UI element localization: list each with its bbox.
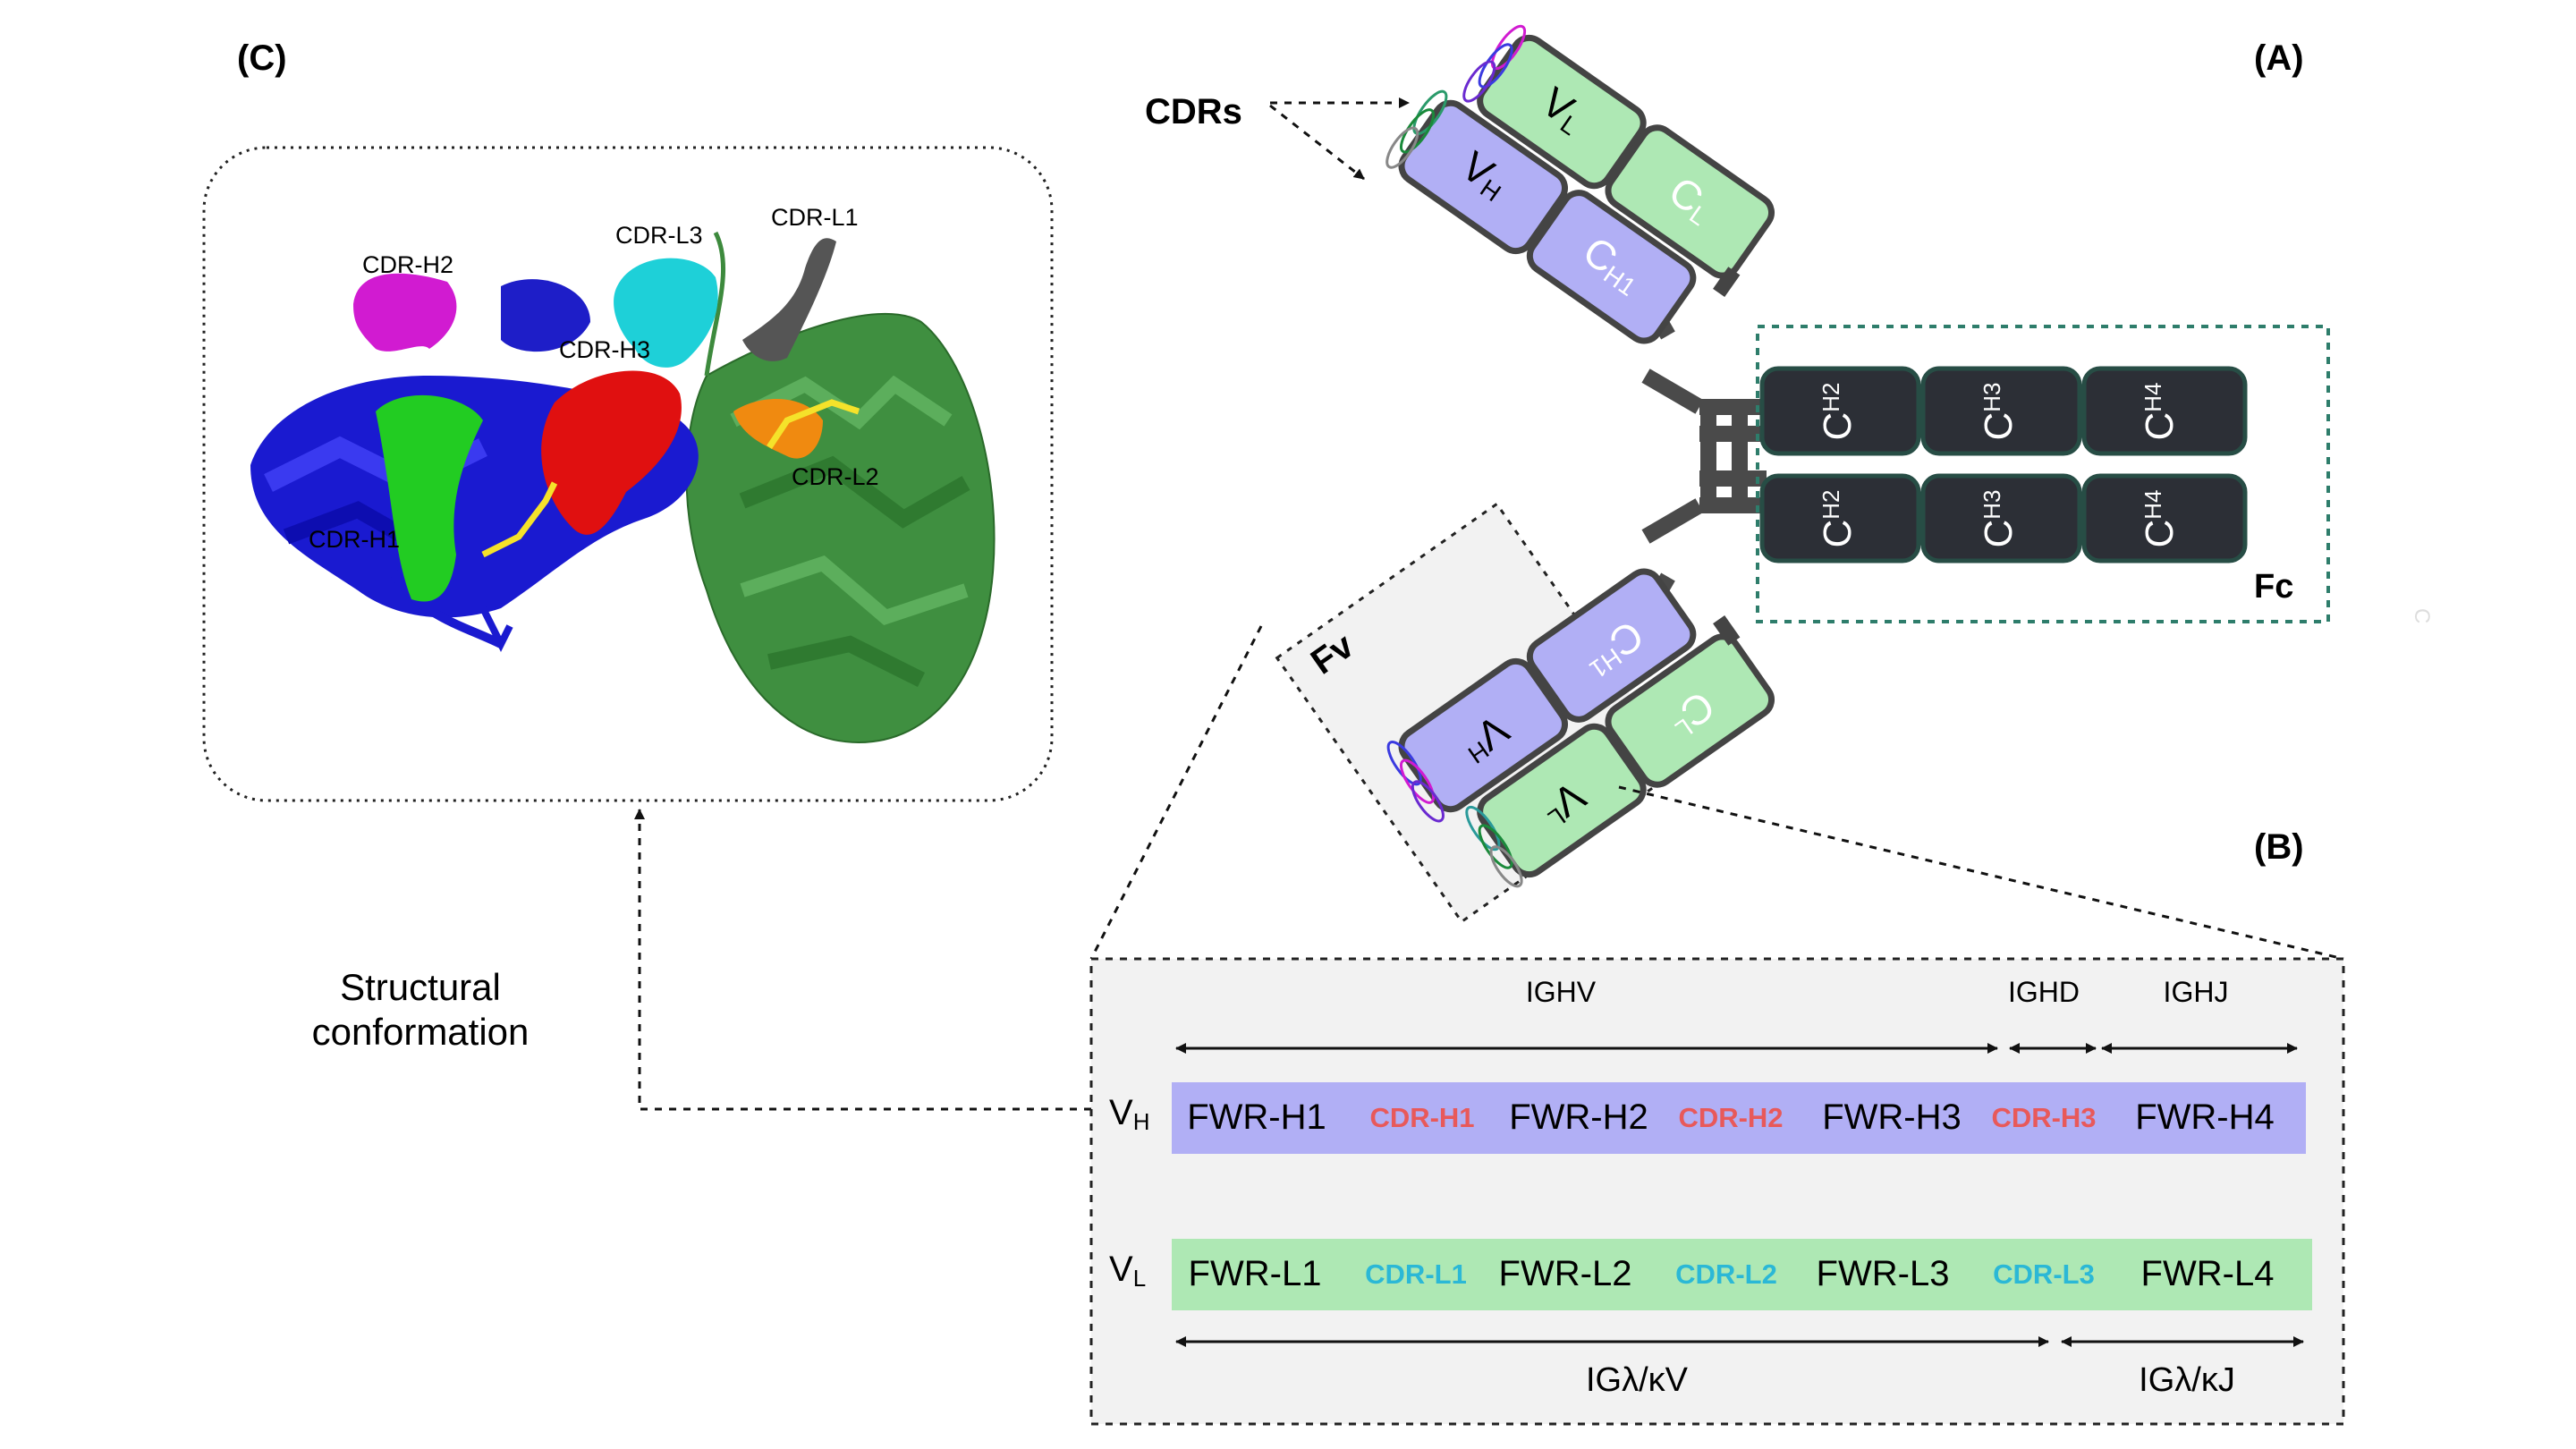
structure-panel: CDR-H2 CDR-L3 CDR-L1 CDR-H3 CDR-L2 CDR-H…: [202, 146, 1091, 1111]
vl-row-label: VL: [1109, 1250, 1146, 1292]
panel-label-b: (B): [2254, 827, 2304, 867]
gene-label-ighd: IGHD: [2008, 976, 2080, 1008]
vh-segment-cdr: CDR-H2: [1678, 1102, 1783, 1133]
projection-line-left: [1089, 625, 1263, 960]
cl-domain-bottom: CL: [1605, 633, 1775, 788]
svg-text:CH3: CH3: [1977, 489, 2021, 547]
cdr-h1-loop: [376, 394, 483, 602]
vh-segment-cdr: CDR-H3: [1991, 1102, 2096, 1133]
vl-segment-cdr: CDR-L3: [1993, 1258, 2095, 1290]
fc-domain-ch2-top: CH2: [1759, 366, 1921, 456]
cdr-h3-loop: [541, 370, 682, 535]
cdrs-arrow-2: [1269, 104, 1365, 181]
vl-segment: FWR-L4: [2141, 1254, 2275, 1293]
svg-text:CH4: CH4: [2138, 382, 2182, 440]
vl-segment: FWR-L3: [1817, 1254, 1950, 1293]
svg-text:CH2: CH2: [1816, 382, 1860, 440]
cl-domain-top: CL: [1605, 124, 1775, 279]
cdr-loops-bottom: [1386, 741, 1523, 888]
svg-text:CH2: CH2: [1816, 489, 1860, 547]
cdr-h2-label: CDR-H2: [362, 251, 453, 278]
cdr-h3-label: CDR-H3: [559, 336, 650, 363]
cdr-h2-loop: [353, 273, 457, 352]
vl-segment-cdr: CDR-L1: [1365, 1258, 1467, 1290]
fc-label: Fc: [2254, 568, 2293, 606]
gene-label-iglkv: IGλ/κV: [1586, 1361, 1689, 1399]
structure-caption: Structural: [340, 966, 501, 1008]
cdr-l3-loop: [614, 258, 718, 368]
cdrs-label: CDRs: [1145, 92, 1242, 131]
fc-region-box: [1756, 325, 2330, 623]
ch1-domain-bottom: CH1: [1526, 568, 1697, 723]
vh-segment: FWR-H4: [2135, 1097, 2275, 1137]
gene-label-ighj: IGHJ: [2164, 976, 2229, 1008]
vl-segment-cdr: CDR-L2: [1675, 1258, 1777, 1290]
vh-segment: FWR-H3: [1822, 1097, 1962, 1137]
vh-segment: FWR-H1: [1187, 1097, 1326, 1137]
ch1-domain-top: CH1: [1526, 190, 1697, 344]
cdr-loops-top: [1385, 24, 1527, 169]
structure-caption-2: conformation: [312, 1011, 530, 1053]
antibody-panel: Fc CH2 CH3 CH4 CH2 CH3 CH4: [1089, 24, 2434, 961]
connector-arrow: [634, 809, 1091, 1111]
gene-box: [1089, 957, 2345, 1426]
vl-segment: FWR-L2: [1499, 1254, 1632, 1293]
disulfide-bond: [767, 399, 860, 449]
svg-text:CH4: CH4: [2138, 489, 2182, 547]
projection-line-right: [1618, 785, 2344, 961]
vh-segment-cdr: CDR-H1: [1369, 1102, 1474, 1133]
gene-panel: IGHV IGHD IGHJ VH FWR-H1 CDR-H1 FWR-H2 C…: [1089, 957, 2345, 1426]
panel-label-a: (A): [2254, 38, 2304, 78]
fc-domain-ch4-bottom: CH4: [2081, 473, 2248, 564]
fc-domain-ch3-bottom: CH3: [1920, 473, 2082, 564]
hinge: [1641, 300, 1767, 613]
lower-fab-arm: VH CH1 VL CL: [1386, 568, 1775, 888]
cdr-l1-loop: [742, 238, 836, 361]
fc-domain-ch3-top: CH3: [1920, 366, 2082, 456]
vh-domain-bottom: VH: [1398, 657, 1568, 813]
fc-domain-ch4-top: CH4: [2081, 366, 2248, 456]
vl-domain-top: VL: [1477, 34, 1647, 190]
vl-gene-bar: [1172, 1239, 2312, 1310]
upper-fab-arm: VL CL VH CH1: [1385, 24, 1775, 344]
vl-segment: FWR-L1: [1189, 1254, 1322, 1293]
fc-domain-ch2-bottom: CH2: [1759, 473, 1921, 564]
cdr-l1-label: CDR-L1: [771, 204, 859, 231]
vh-row-label: VH: [1109, 1093, 1149, 1135]
cdr-h1-label: CDR-H1: [309, 526, 400, 553]
disulfide-bond: [481, 481, 558, 558]
gene-label-iglkj: IGλ/κJ: [2139, 1361, 2235, 1399]
stray-mark: C: [2410, 608, 2434, 623]
cdr-l3-label: CDR-L3: [615, 222, 703, 249]
vh-gene-bar: [1172, 1082, 2306, 1154]
gene-label-ighv: IGHV: [1526, 976, 1597, 1008]
panel-label-c: (C): [237, 38, 287, 78]
svg-text:CH3: CH3: [1977, 382, 2021, 440]
vh-segment: FWR-H2: [1509, 1097, 1648, 1137]
cdr-l2-label: CDR-L2: [792, 463, 879, 490]
